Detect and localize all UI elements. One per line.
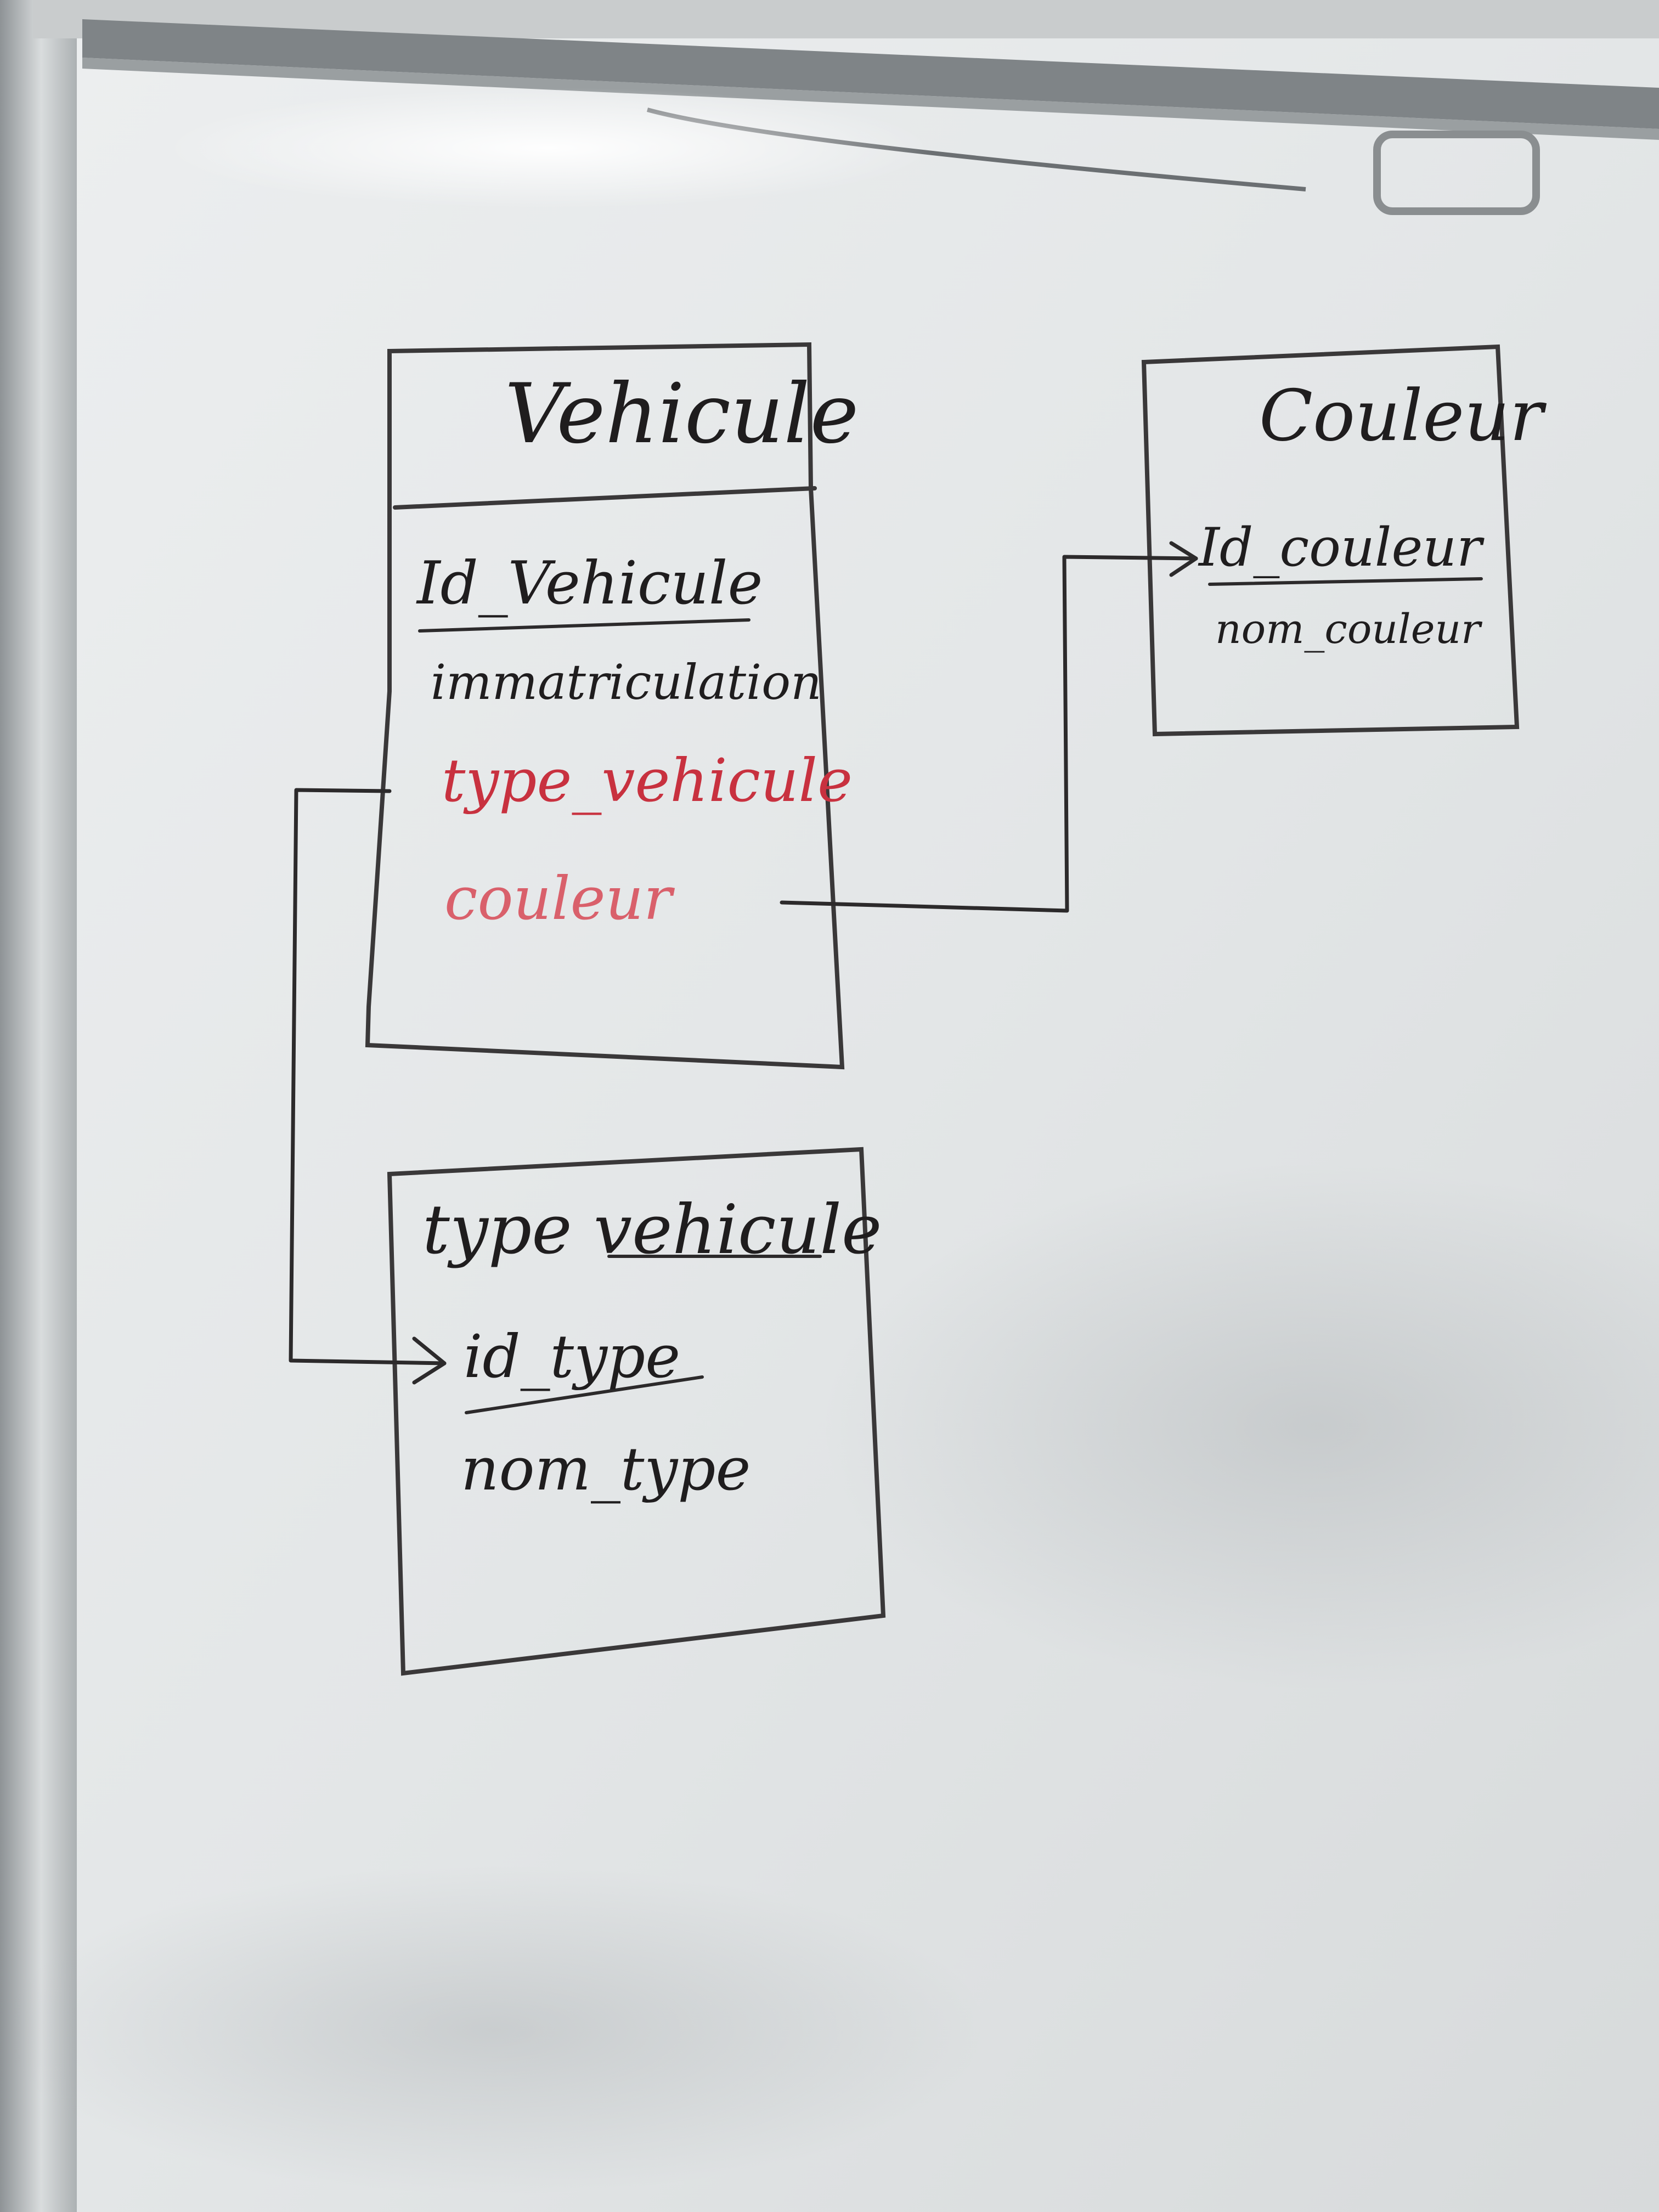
attr-immatriculation: immatriculation	[431, 654, 822, 710]
entity-title-type-vehicule: type vehicule	[422, 1190, 882, 1269]
attr-couleur-fk: couleur	[444, 865, 672, 933]
pk-underline-id-vehicule	[418, 618, 751, 633]
attr-id-type: id_type	[464, 1323, 681, 1391]
attr-id-vehicule: Id_Vehicule	[417, 549, 763, 618]
relation-couleur	[780, 541, 1198, 913]
attr-type-vehicule-fk: type_vehicule	[442, 747, 853, 815]
entity-title-couleur: Couleur	[1259, 375, 1543, 457]
pk-underline-id-type	[465, 1375, 704, 1414]
attr-id-couleur: Id_couleur	[1199, 517, 1482, 578]
entity-box-vehicule	[365, 342, 845, 1070]
entity-box-type-vehicule	[387, 1147, 886, 1676]
arrowhead-to-id-couleur	[1169, 541, 1198, 577]
pk-underline-id-couleur	[1208, 577, 1483, 586]
board-frame-left	[0, 0, 82, 2212]
rail-clip	[1373, 131, 1540, 215]
entity-title-vehicule: Vehicule	[505, 366, 859, 462]
entity-box-couleur	[1141, 344, 1520, 737]
attr-nom-couleur: nom_couleur	[1215, 606, 1481, 653]
board-surface	[77, 38, 1659, 2212]
relation-type-vehicule	[289, 788, 447, 1385]
attr-nom-type: nom_type	[461, 1435, 751, 1504]
arrowhead-to-id-type	[412, 1336, 447, 1385]
vehicule-header-divider	[393, 486, 817, 510]
